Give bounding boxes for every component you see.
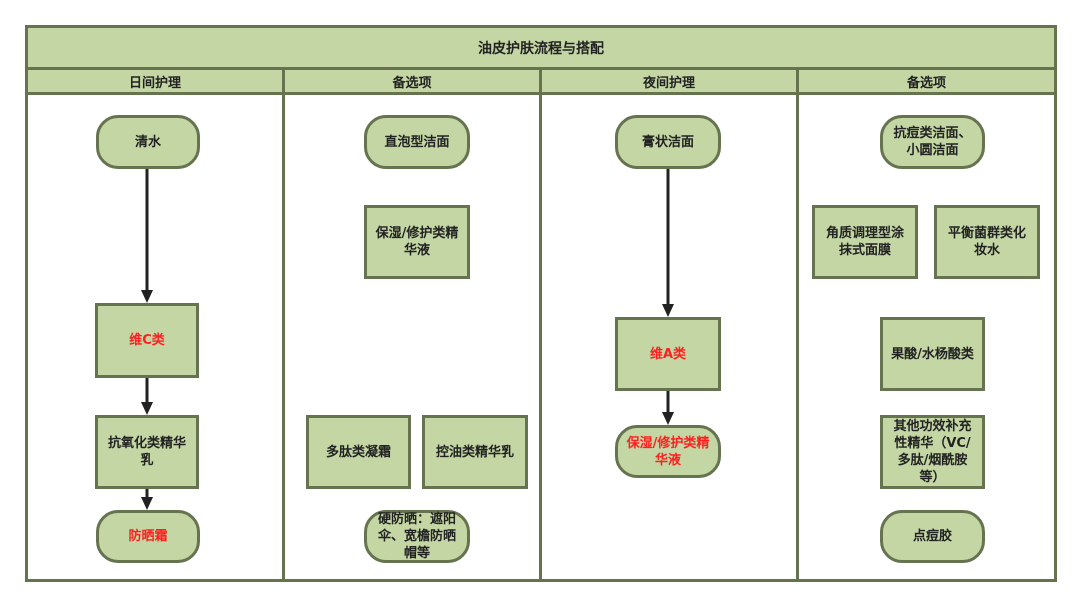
column-header-options-1: 备选项 [282, 67, 542, 95]
node-water: 清水 [96, 115, 200, 169]
node-acid-treatment: 果酸/水杨酸类 [880, 317, 985, 391]
node-physical-sun-protection: 硬防晒：遮阳伞、宽檐防晒帽等 [364, 510, 470, 563]
column-divider [539, 67, 542, 579]
node-oil-control-lotion: 控油类精华乳 [422, 415, 528, 489]
node-foam-cleanser: 直泡型洁面 [364, 115, 470, 169]
node-night-moisture-serum: 保湿/修护类精华液 [615, 425, 721, 478]
node-extra-serum: 其他功效补充性精华（VC/多肽/烟酰胺等） [880, 415, 985, 489]
column-header-day: 日间护理 [25, 67, 285, 95]
column-header-night: 夜间护理 [539, 67, 799, 95]
node-acne-gel: 点痘胶 [880, 510, 985, 563]
node-vitamin-a: 维A类 [615, 317, 721, 391]
node-antioxidant-lotion: 抗氧化类精华乳 [95, 415, 199, 489]
node-vitamin-c: 维C类 [95, 303, 199, 378]
node-moisture-serum: 保湿/修护类精华液 [364, 205, 470, 279]
column-header-options-2: 备选项 [796, 67, 1057, 95]
diagram-title: 油皮护肤流程与搭配 [25, 25, 1057, 71]
node-peptide-cream: 多肽类凝霜 [306, 415, 411, 489]
node-cream-cleanser: 膏状洁面 [615, 115, 721, 169]
node-exfoliating-mask: 角质调理型涂抹式面膜 [812, 205, 918, 279]
column-divider [282, 67, 285, 579]
node-balancing-toner: 平衡菌群类化妆水 [934, 205, 1040, 279]
node-sunscreen: 防晒霜 [96, 510, 200, 563]
column-divider [796, 67, 799, 579]
node-acne-cleanser: 抗痘类洁面、小圆洁面 [880, 115, 985, 169]
